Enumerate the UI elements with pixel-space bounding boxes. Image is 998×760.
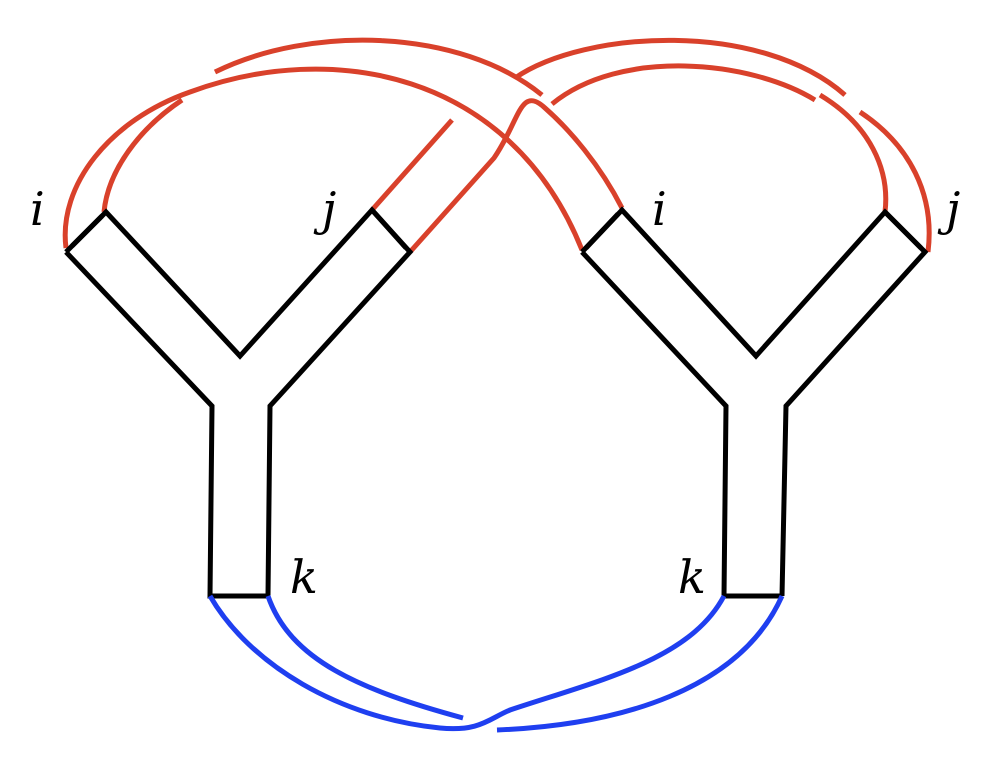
label-right-j: j [937,182,960,236]
left-j-arrow [370,208,408,250]
inner-arc-top-right [550,63,817,106]
label-right-i: i [652,182,667,236]
left-vertex-outline [64,206,414,599]
outer-arc-left-i-to-right-i [62,66,585,251]
inner-arc-left-j-to-right-i [408,98,625,254]
lower-strand-outer [207,594,727,732]
arc-right-j-outer [858,109,932,253]
lower-strand-inner-right [496,594,785,733]
right-vertex [580,206,929,599]
right-vertex-outline [580,206,929,599]
upper-strands [62,37,932,254]
right-i-arrow [584,212,620,250]
left-vertex [64,206,414,599]
arc-right-j-inner [818,92,889,213]
labels: i j k i j k [30,182,960,604]
label-left-i: i [30,182,45,236]
inner-arc-left-i-start [101,97,184,213]
lower-strand-inner-left [265,595,464,721]
strand-left-j-upper [370,118,454,212]
outer-arc-top-right [513,37,847,97]
label-right-k: k [678,550,706,604]
inner-arc-top-left [213,37,544,97]
lower-strands [207,594,785,733]
label-left-k: k [290,550,318,604]
left-i-arrow [70,214,104,248]
right-j-arrow [883,210,923,250]
label-left-j: j [313,182,336,236]
